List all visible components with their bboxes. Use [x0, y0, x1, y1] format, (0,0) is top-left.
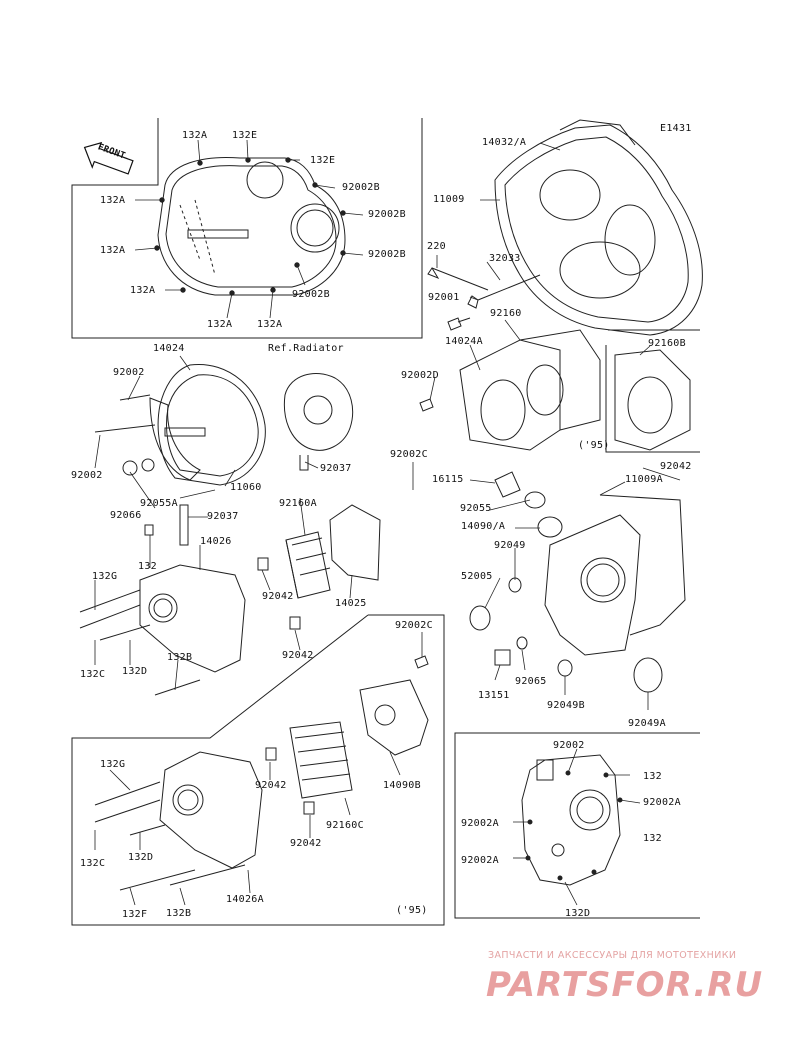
part-label: 92160C [326, 820, 364, 831]
generator-cover-drawing [95, 364, 265, 485]
part-label: 132A [130, 285, 156, 296]
part-label: 132B [166, 908, 192, 919]
leader-lines [95, 140, 680, 905]
water-pump-drawing [180, 373, 353, 545]
part-label: 92049A [628, 718, 666, 729]
part-label: 14026 [200, 536, 232, 547]
part-label: 132E [232, 130, 258, 141]
part-label: 92049B [547, 700, 585, 711]
bottom-right-cover-drawing [522, 755, 622, 885]
part-label: 132F [122, 909, 148, 920]
part-label: 92002 [71, 470, 103, 481]
part-label: 92042 [282, 650, 314, 661]
panel-frame-clutch-cover [72, 118, 422, 338]
part-label: 132A [182, 130, 208, 141]
part-label: 92002 [553, 740, 585, 751]
part-label: 14024 [153, 343, 185, 354]
sprocket-cover-95-drawing [95, 656, 428, 890]
watermark-logo: PARTSFOR.RU [486, 965, 763, 1004]
part-label: 14024A [445, 336, 483, 347]
ref-radiator-note: Ref.Radiator [268, 343, 344, 354]
part-label: 92002B [368, 249, 406, 260]
part-label: 92042 [262, 591, 294, 602]
panel-frame-right-bottom [455, 733, 700, 918]
part-label: 92002A [643, 797, 681, 808]
part-label: 92002C [390, 449, 428, 460]
part-label: 132C [80, 669, 106, 680]
part-label: 132G [100, 759, 126, 770]
part-label: 92002A [461, 855, 499, 866]
part-label: 92049 [494, 540, 526, 551]
part-label: 132 [643, 833, 662, 844]
part-label: 92055A [140, 498, 178, 509]
bolts-top-right [428, 268, 540, 330]
part-label: 16115 [432, 474, 464, 485]
part-label: 220 [427, 241, 446, 252]
part-label: 92042 [290, 838, 322, 849]
part-label: 92002B [368, 209, 406, 220]
part-label: 92002C [395, 620, 433, 631]
part-label: 92160 [490, 308, 522, 319]
part-label: 92037 [207, 511, 239, 522]
part-label: 92065 [515, 676, 547, 687]
part-label: 92002 [113, 367, 145, 378]
part-label: 92037 [320, 463, 352, 474]
part-label: 92002B [292, 289, 330, 300]
part-label: 132D [128, 852, 154, 863]
part-label: 14025 [335, 598, 367, 609]
sprocket-cover-drawing [80, 505, 380, 695]
part-label: 132E [310, 155, 336, 166]
part-label: 132D [565, 908, 591, 919]
part-label: 92055 [460, 503, 492, 514]
panel-frame-95-b [72, 615, 444, 925]
crankcase-cover-drawing [495, 120, 702, 335]
watermark-logo-text: PARTSFOR.RU [486, 965, 763, 1004]
oil-pump-cover-drawing [470, 472, 685, 692]
part-label: 92066 [110, 510, 142, 521]
diagram-code: E1431 [660, 123, 692, 134]
panel-frame-95-a [606, 345, 700, 452]
part-label: 13151 [478, 690, 510, 701]
part-label: 132G [92, 571, 118, 582]
part-label: 14032/A [482, 137, 527, 148]
part-label: 132A [100, 245, 126, 256]
part-label: 11060 [230, 482, 262, 493]
part-label: 132 [643, 771, 662, 782]
part-label: 52005 [461, 571, 493, 582]
part-label: 132A [257, 319, 283, 330]
part-label: 92002B [342, 182, 380, 193]
part-label: 132A [100, 195, 126, 206]
year-note-95-top: ('95) [578, 440, 610, 451]
part-label: 92042 [660, 461, 692, 472]
part-label: 11009A [625, 474, 663, 485]
front-arrow-icon [79, 138, 135, 180]
watermark-subtitle: ЗАПЧАСТИ И АКСЕССУАРЫ ДЛЯ МОТОТЕХНИКИ [488, 950, 737, 961]
part-label: 92002D [401, 370, 439, 381]
part-label: 132D [122, 666, 148, 677]
part-label: 32033 [489, 253, 521, 264]
part-label: 92002A [461, 818, 499, 829]
part-label: 14090/A [461, 521, 506, 532]
clutch-cover-drawing [155, 157, 345, 295]
part-label: 132C [80, 858, 106, 869]
part-label: 14026A [226, 894, 264, 905]
part-label: 11009 [433, 194, 465, 205]
part-label: 132A [207, 319, 233, 330]
part-label: 92160A [279, 498, 317, 509]
part-label: 92001 [428, 292, 460, 303]
year-note-95-bottom: ('95) [396, 905, 428, 916]
part-label: 132B [167, 652, 193, 663]
part-label: 14090B [383, 780, 421, 791]
part-label: 92042 [255, 780, 287, 791]
part-label: 92160B [648, 338, 686, 349]
part-label: 132 [138, 561, 157, 572]
